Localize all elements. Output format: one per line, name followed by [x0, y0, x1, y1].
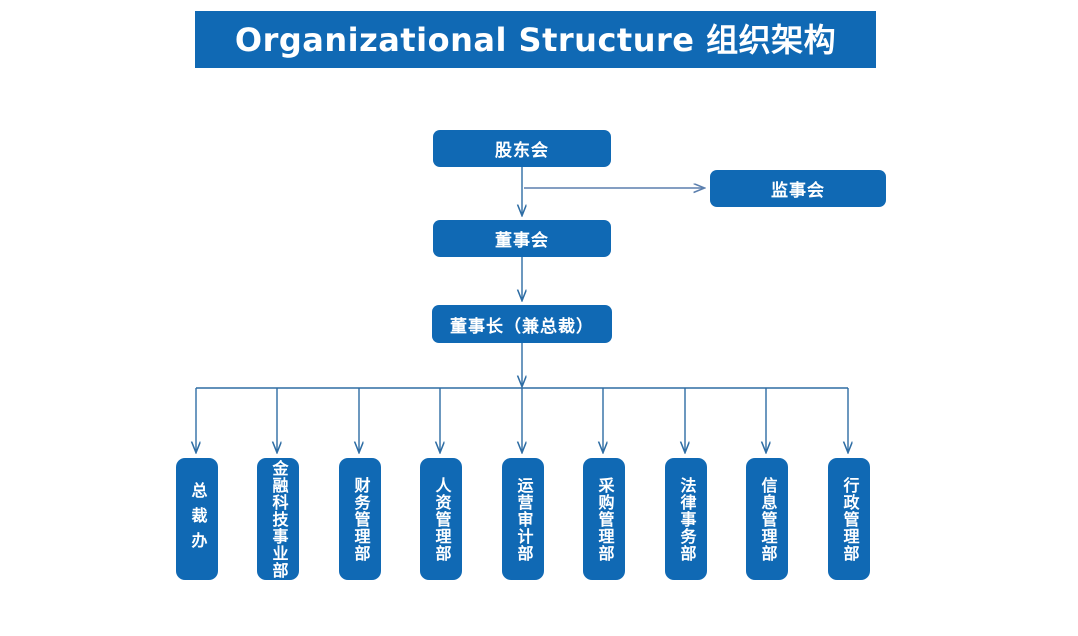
dept-node-4-label: 人资管理部 [432, 476, 452, 562]
dept-node-2-label: 金融科技事业部 [269, 459, 289, 579]
dept-node-9-label: 行政管理部 [840, 476, 860, 562]
node-chairman[interactable]: 董事长（兼总裁） [432, 305, 612, 343]
dept-node-6[interactable]: 采购管理部 [583, 458, 625, 580]
dept-node-4[interactable]: 人资管理部 [420, 458, 462, 580]
node-board-of-directors[interactable]: 董事会 [433, 220, 611, 257]
dept-node-8[interactable]: 信息管理部 [746, 458, 788, 580]
dept-node-8-label: 信息管理部 [758, 476, 778, 562]
page-title-banner: Organizational Structure 组织架构 [195, 11, 876, 68]
dept-node-6-label: 采购管理部 [595, 476, 615, 562]
dept-node-3-label: 财务管理部 [351, 476, 371, 562]
node-shareholders-label: 股东会 [495, 141, 549, 161]
node-supervisory-board-label: 监事会 [771, 181, 825, 201]
dept-node-1[interactable]: 总裁办 [176, 458, 218, 580]
dept-node-2[interactable]: 金融科技事业部 [257, 458, 299, 580]
dept-node-5[interactable]: 运营审计部 [502, 458, 544, 580]
dept-node-7[interactable]: 法律事务部 [665, 458, 707, 580]
dept-node-7-label: 法律事务部 [677, 476, 697, 562]
dept-node-5-label: 运营审计部 [514, 476, 534, 562]
node-supervisory-board[interactable]: 监事会 [710, 170, 886, 207]
node-shareholders[interactable]: 股东会 [433, 130, 611, 167]
page-title: Organizational Structure 组织架构 [234, 20, 837, 59]
dept-node-1-label: 总裁办 [188, 481, 208, 557]
node-chairman-label: 董事长（兼总裁） [450, 316, 594, 337]
node-board-of-directors-label: 董事会 [495, 231, 549, 251]
dept-node-9[interactable]: 行政管理部 [828, 458, 870, 580]
connector-bus-drops [196, 388, 848, 452]
dept-node-3[interactable]: 财务管理部 [339, 458, 381, 580]
